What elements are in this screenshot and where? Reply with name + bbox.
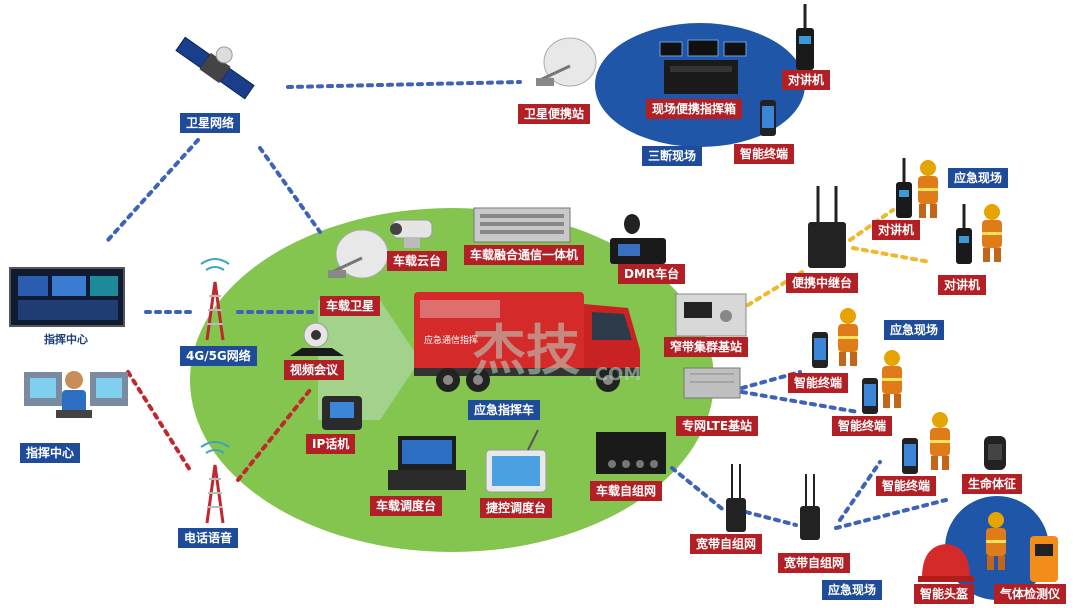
cell-tower-icon xyxy=(200,258,230,341)
label-emergency-site-2: 应急现场 xyxy=(884,320,945,340)
walkie-talkie-icon xyxy=(896,158,912,218)
operator-icon xyxy=(24,371,128,418)
label-vehicle-dispatch: 车载调度台 xyxy=(370,496,443,516)
label-4g5g-network: 4G/5G网络 xyxy=(180,346,257,366)
smartwatch-icon xyxy=(984,436,1006,470)
label-satellite-portable: 卫星便携站 xyxy=(518,104,591,124)
label-video-conference: 视频会议 xyxy=(284,360,345,380)
command-screen-icon xyxy=(9,267,125,327)
fire-truck-icon xyxy=(414,292,640,392)
label-touch-dispatch: 捷控调度台 xyxy=(480,498,553,518)
smartphone-icon xyxy=(812,332,828,368)
satellite-dish-icon xyxy=(536,37,597,87)
helmet-icon xyxy=(918,544,974,582)
label-ip-phone: IP话机 xyxy=(306,434,356,454)
mesh-radio-icon xyxy=(800,474,820,540)
gas-detector-icon xyxy=(1030,536,1058,582)
label-walkie-right-2: 对讲机 xyxy=(938,275,987,295)
lte-box-icon xyxy=(683,367,741,399)
firefighter-icon xyxy=(882,350,902,408)
label-three-break-site: 三断现场 xyxy=(642,146,703,166)
firefighter-icon xyxy=(982,204,1002,262)
satellite-icon xyxy=(175,36,255,100)
smartphone-icon xyxy=(862,378,878,414)
rack-unit-icon xyxy=(473,207,571,243)
car-radio-icon xyxy=(610,214,666,264)
walkie-talkie-icon xyxy=(796,4,814,70)
smartphone-icon xyxy=(902,438,918,474)
label-smart-terminal-2: 智能终端 xyxy=(832,416,893,436)
label-vehicle-mesh: 车载自组网 xyxy=(590,481,663,501)
label-portable-command-box: 现场便携指挥箱 xyxy=(646,99,743,119)
base-station-icon xyxy=(675,293,747,337)
firefighter-icon xyxy=(838,308,858,366)
label-phone-voice: 电话语音 xyxy=(178,528,239,548)
portable-command-box-icon xyxy=(659,39,747,94)
firefighter-icon xyxy=(918,160,938,218)
watermark-logo xyxy=(318,300,420,420)
conference-camera-icon xyxy=(290,322,344,356)
firefighter-icon xyxy=(986,512,1006,570)
label-walkie-top: 对讲机 xyxy=(782,70,831,90)
blue-links xyxy=(106,80,948,530)
smartphone-icon xyxy=(760,100,776,136)
label-emergency-vehicle: 应急指挥车 xyxy=(468,400,541,420)
label-narrowband-station: 窄带集群基站 xyxy=(664,337,749,357)
label-vehicle-ptz: 车载云台 xyxy=(387,251,448,271)
label-smart-terminal-1: 智能终端 xyxy=(788,373,849,393)
ptz-camera-icon xyxy=(390,219,433,248)
label-gas-detector: 气体检测仪 xyxy=(994,584,1067,604)
label-private-lte: 专网LTE基站 xyxy=(676,416,759,436)
mesh-radio-icon xyxy=(726,464,746,532)
touch-dispatch-console-icon xyxy=(485,429,547,493)
relay-icon xyxy=(808,186,846,268)
red-links xyxy=(126,370,312,482)
label-command-center-screen: 指挥中心 xyxy=(44,333,88,346)
label-emergency-site-3: 应急现场 xyxy=(822,580,883,600)
label-smart-terminal-3: 智能终端 xyxy=(876,476,937,496)
label-vital-signs: 生命体征 xyxy=(962,474,1023,494)
label-smart-helmet: 智能头盔 xyxy=(914,584,975,604)
ip-phone-icon xyxy=(322,396,362,430)
watermark-text: 杰技 xyxy=(472,319,580,382)
label-vehicle-integrated-comm: 车载融合通信一体机 xyxy=(464,245,585,265)
label-broadband-mesh-1: 宽带自组网 xyxy=(690,534,763,554)
label-satellite-network: 卫星网络 xyxy=(180,113,241,133)
label-vehicle-satellite: 车载卫星 xyxy=(320,296,381,316)
mesh-radio-icon xyxy=(596,432,666,474)
label-smart-terminal-top: 智能终端 xyxy=(734,144,795,164)
watermark-domain: .COM xyxy=(588,364,642,385)
label-emergency-site-1: 应急现场 xyxy=(948,168,1009,188)
firefighter-icon xyxy=(930,412,950,470)
label-dmr-vehicle: DMR车台 xyxy=(618,264,686,284)
label-walkie-right-1: 对讲机 xyxy=(872,220,921,240)
truck-side-text: 应急通信指挥 xyxy=(424,336,479,346)
cell-tower-icon xyxy=(200,441,230,524)
label-portable-relay: 便携中继台 xyxy=(786,273,859,293)
label-command-center: 指挥中心 xyxy=(20,443,81,463)
dispatch-console-icon xyxy=(388,436,466,490)
walkie-talkie-icon xyxy=(956,204,972,264)
label-broadband-mesh-2: 宽带自组网 xyxy=(778,553,851,573)
